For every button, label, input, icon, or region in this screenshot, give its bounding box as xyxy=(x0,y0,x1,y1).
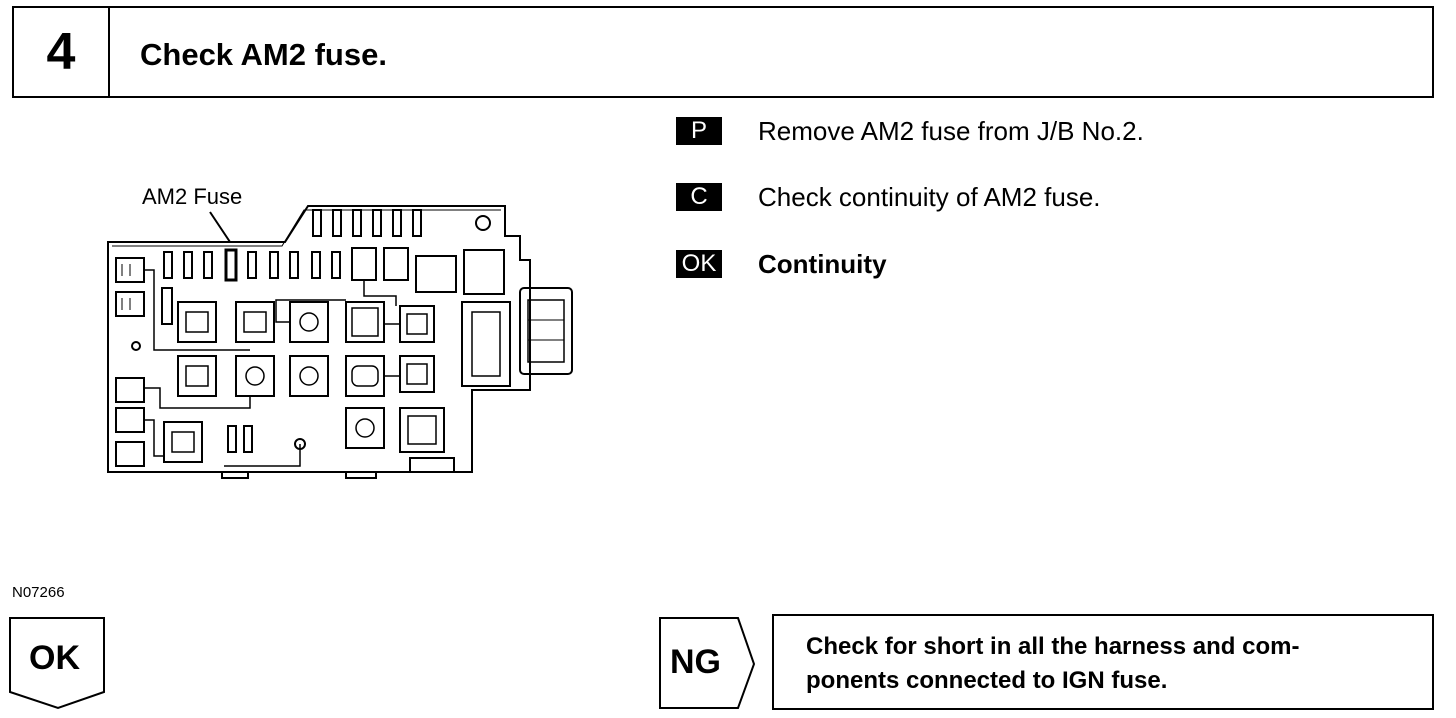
side-connector xyxy=(519,287,573,375)
step-header: 4 Check AM2 fuse. xyxy=(12,6,1434,98)
jb-housing xyxy=(107,205,531,473)
am2-fuse-label: AM2 Fuse xyxy=(142,184,242,209)
ng-result-tab: NG xyxy=(658,616,758,712)
ng-action-box: Check for short in all the harness and c… xyxy=(772,614,1434,710)
wiring-traces xyxy=(144,269,400,467)
callout-leader xyxy=(209,211,231,243)
prepare-badge: P xyxy=(676,117,722,145)
relay-grid xyxy=(163,301,445,463)
step-number: 4 xyxy=(14,8,110,96)
check-badge: C xyxy=(676,183,722,211)
ok-result-tab: OK xyxy=(8,616,108,712)
ng-action-line-2: ponents connected to IGN fuse. xyxy=(806,667,1168,694)
right-connector xyxy=(461,301,511,387)
ng-label: NG xyxy=(670,643,721,681)
ok-label: OK xyxy=(29,639,80,677)
instruction-text: Check continuity of AM2 fuse. xyxy=(758,182,1101,212)
am2-fuse xyxy=(224,248,238,282)
figure-id: N07266 xyxy=(12,584,65,601)
junction-block-diagram: AM2 Fuse xyxy=(107,184,573,479)
ok-badge: OK xyxy=(676,250,722,278)
step-title: Check AM2 fuse. xyxy=(140,37,387,72)
ok-tab-shape xyxy=(9,617,105,710)
instruction-text: Remove AM2 fuse from J/B No.2. xyxy=(758,116,1144,146)
fuse-row xyxy=(163,247,409,282)
mounting-hole xyxy=(475,215,491,231)
instruction-result-text: Continuity xyxy=(758,249,887,279)
ng-action-line-1: Check for short in all the harness and c… xyxy=(806,633,1300,660)
ng-tab-shape xyxy=(659,617,756,709)
